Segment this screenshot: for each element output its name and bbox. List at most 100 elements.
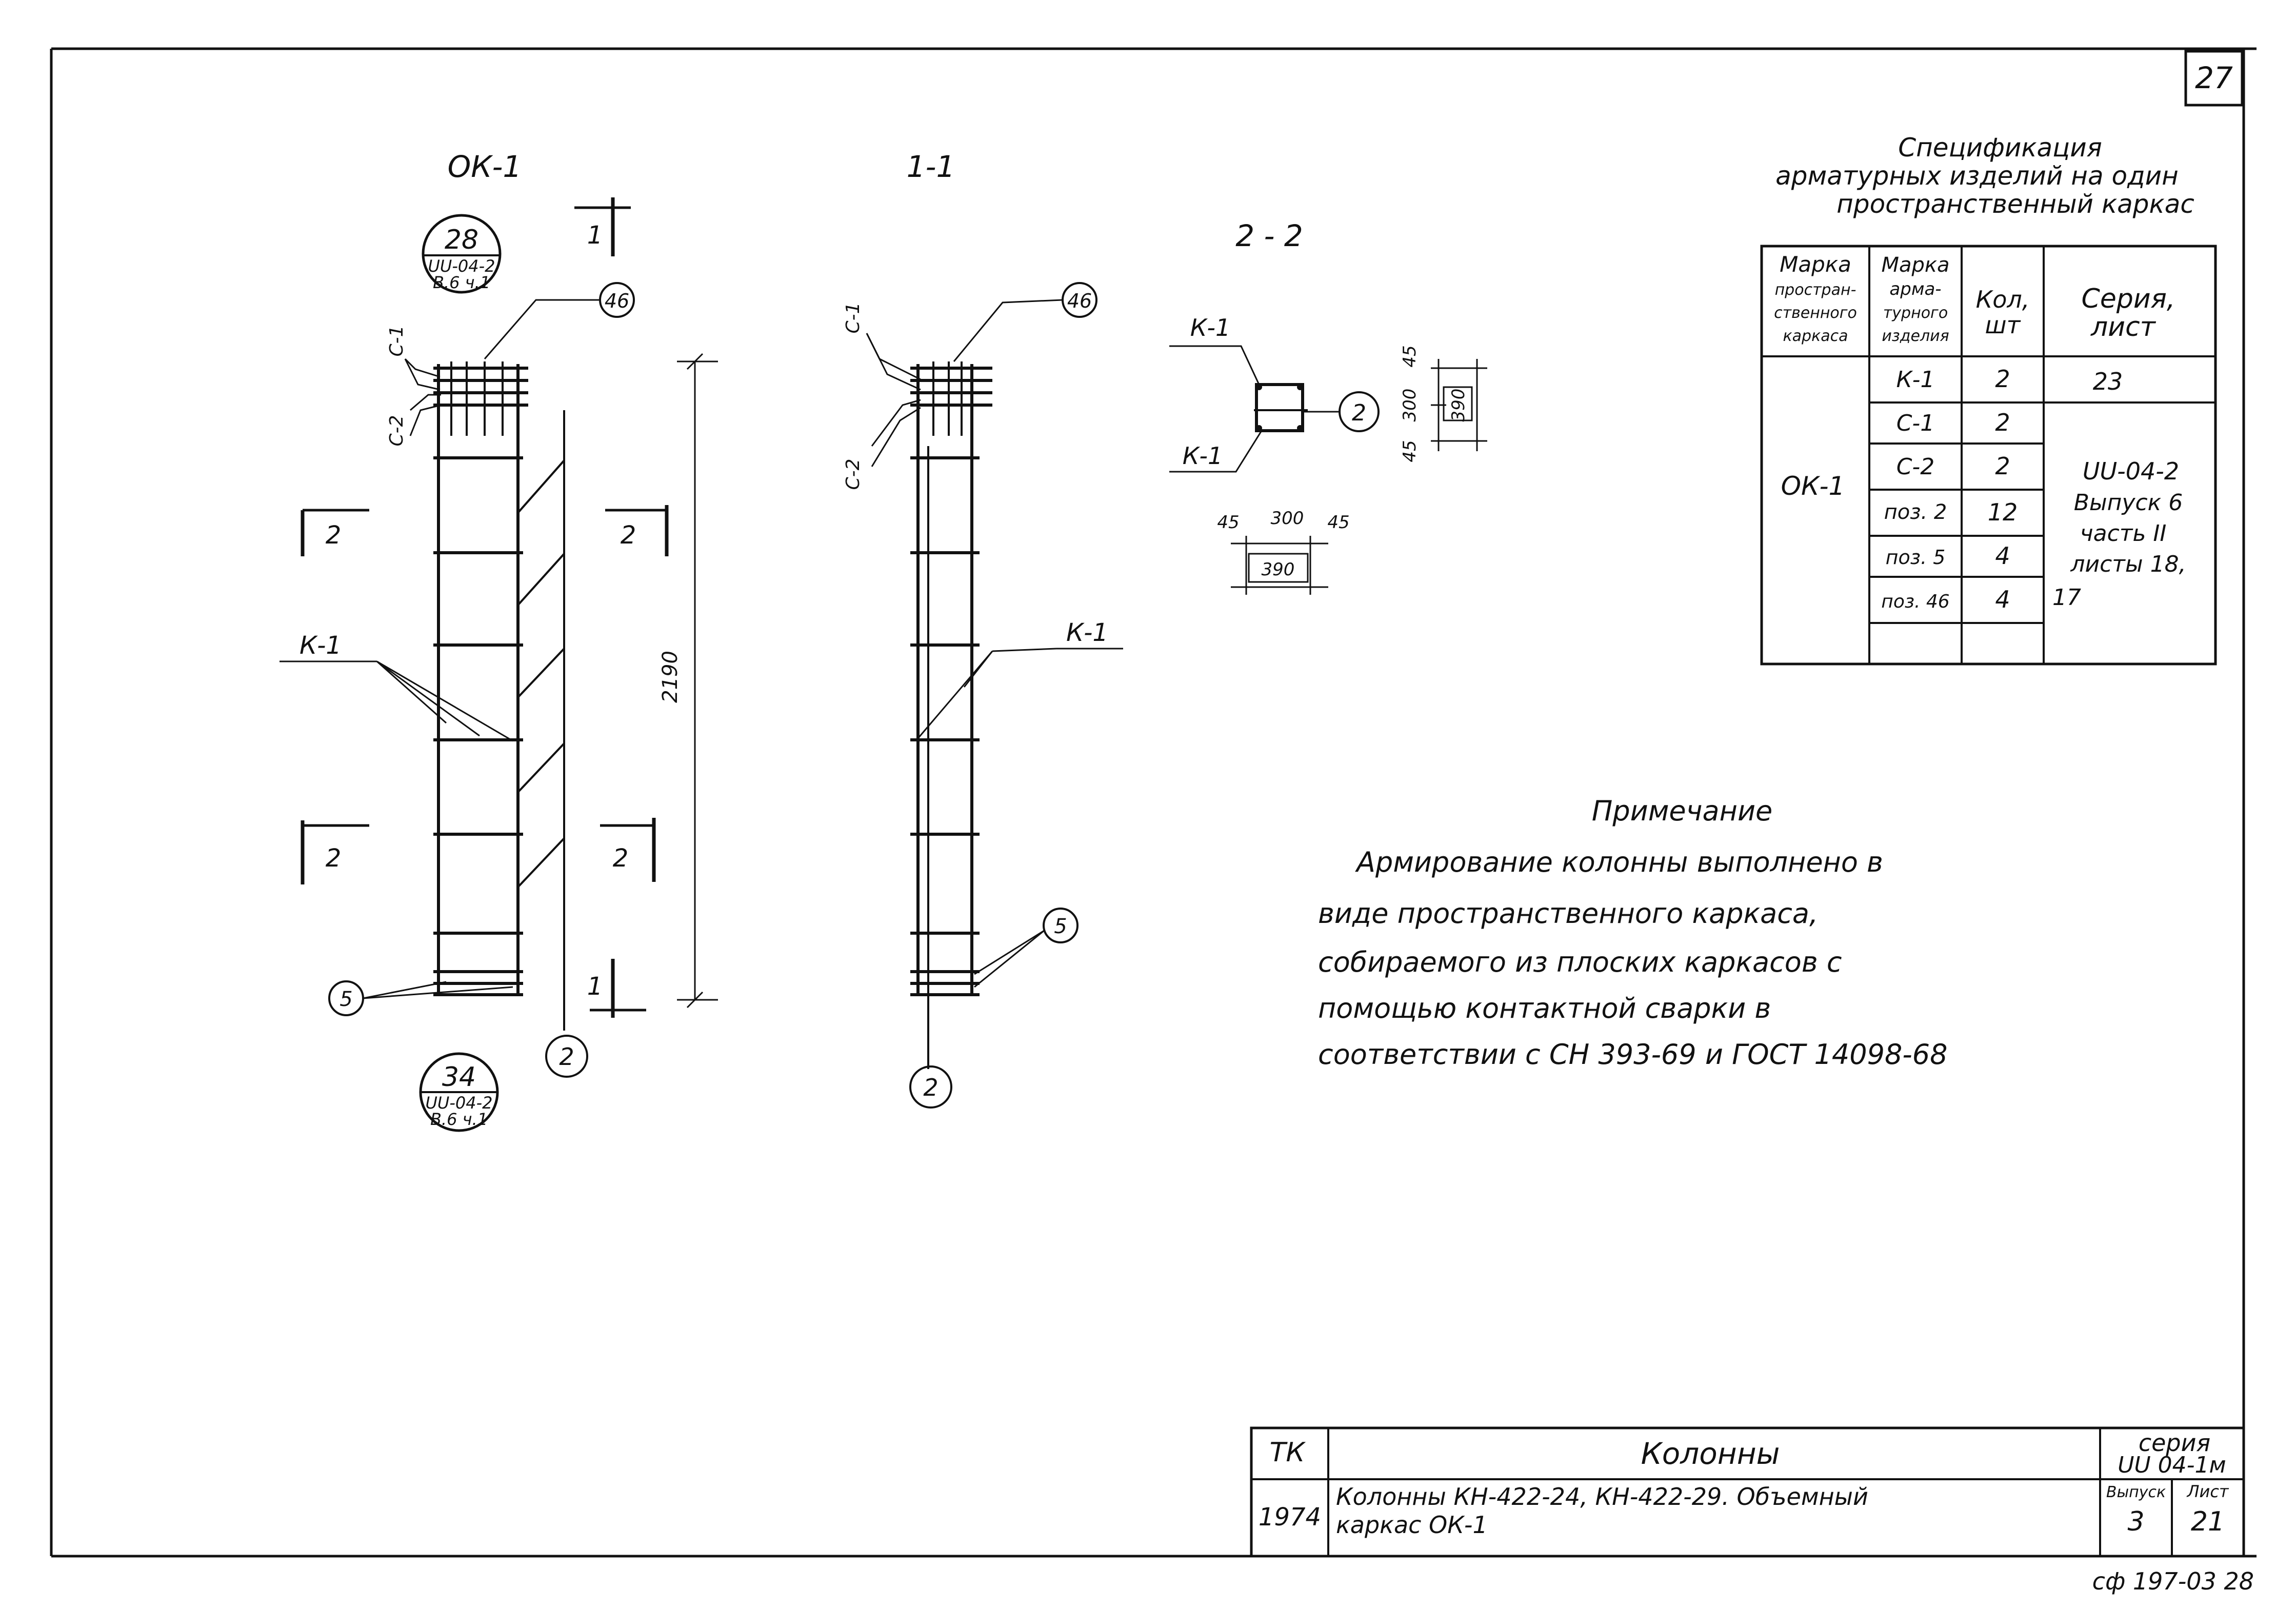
callout-bottom-ref2: В.6 ч.1 bbox=[430, 1110, 488, 1129]
svg-text:17: 17 bbox=[2052, 585, 2081, 611]
spec-row-item: С-1 bbox=[1896, 410, 1935, 436]
pos5-label-section: 5 bbox=[1054, 915, 1067, 938]
svg-text:часть II: часть II bbox=[2080, 520, 2167, 547]
section-1-1-view: 1-1 С-1 С-2 46 К-1 5 bbox=[843, 149, 1123, 1109]
label-k1-elevation: К-1 bbox=[300, 631, 342, 660]
svg-text:2: 2 bbox=[613, 844, 629, 873]
callout-top-ref1: UU-04-2 bbox=[428, 256, 495, 276]
svg-text:45: 45 bbox=[1400, 345, 1420, 367]
specification: Спецификация арматурных изделий на один … bbox=[1760, 133, 2217, 666]
pos46-label-section: 46 bbox=[1067, 290, 1092, 312]
svg-text:45: 45 bbox=[1217, 512, 1239, 533]
callout-bottom-ref1: UU-04-2 bbox=[425, 1093, 492, 1113]
note: Примечание Армирование колонны выполнено… bbox=[1318, 795, 1948, 1071]
svg-text:390: 390 bbox=[1448, 389, 1469, 422]
section-1-1-title: 1-1 bbox=[907, 149, 955, 184]
callout-bottom-number: 34 bbox=[442, 1062, 476, 1093]
sheet-number-box: 27 bbox=[2184, 50, 2244, 107]
label-k1-section22-top: К-1 bbox=[1190, 314, 1231, 341]
note-line: Армирование колонны выполнено в bbox=[1355, 846, 1883, 878]
note-line: соответствии с СН 393-69 и ГОСТ 14098-68 bbox=[1318, 1038, 1948, 1071]
svg-text:2: 2 bbox=[621, 521, 636, 550]
label-c1-section: С-1 bbox=[843, 302, 864, 333]
svg-text:арма-: арма- bbox=[1889, 279, 1941, 299]
svg-text:45: 45 bbox=[1400, 440, 1420, 462]
svg-text:390: 390 bbox=[1262, 559, 1295, 580]
section-2-2-view: 2 - 2 К-1 К-1 2 45 300 45 390 45 bbox=[1169, 218, 1487, 595]
title-block-issue-value: 3 bbox=[2127, 1506, 2144, 1537]
title-block-series-value: UU 04-1м bbox=[2118, 1452, 2226, 1478]
svg-text:Марка: Марка bbox=[1780, 252, 1851, 277]
note-title: Примечание bbox=[1592, 795, 1773, 827]
pos5-label-elevation: 5 bbox=[340, 988, 352, 1011]
cut-2-left-upper: 2 bbox=[301, 509, 369, 556]
svg-text:простран-: простран- bbox=[1775, 281, 1856, 299]
note-line: помощью контактной сварки в bbox=[1318, 992, 1771, 1024]
spec-title-1: Спецификация bbox=[1898, 133, 2102, 163]
spec-title-3: пространственный каркас bbox=[1836, 189, 2194, 219]
pos2-marker-section bbox=[909, 1065, 952, 1109]
spec-series-first: 23 bbox=[2093, 368, 2123, 395]
cut-2-right-upper: 2 bbox=[605, 505, 669, 556]
spec-row-item: К-1 bbox=[1896, 367, 1934, 393]
pos2-label-section: 2 bbox=[923, 1074, 938, 1101]
pos2-label-elevation: 2 bbox=[559, 1043, 574, 1071]
svg-text:шт: шт bbox=[1985, 311, 2021, 339]
svg-text:листы 18,: листы 18, bbox=[2070, 551, 2186, 577]
spec-frame-mark: ОК-1 bbox=[1781, 471, 1845, 501]
spec-row-item: поз. 46 bbox=[1881, 591, 1949, 612]
title-block-description-1: Колонны КН-422-24, КН-422-29. Объемный bbox=[1336, 1483, 1868, 1511]
label-k1-section: К-1 bbox=[1066, 618, 1108, 647]
title-block-series-label: серия bbox=[2139, 1429, 2210, 1457]
spec-row-qty: 2 bbox=[1995, 365, 2010, 393]
svg-text:Серия,: Серия, bbox=[2082, 284, 2175, 314]
pos46-label-elevation: 46 bbox=[605, 290, 629, 312]
svg-text:Кол,: Кол, bbox=[1976, 286, 2030, 313]
spec-row-qty: 4 bbox=[1995, 542, 2010, 570]
title-block-issue-label: Выпуск bbox=[2106, 1483, 2166, 1501]
callout-bottom: 34 UU-04-2 В.6 ч.1 bbox=[419, 1052, 499, 1132]
callout-top-ref2: В.6 ч.1 bbox=[433, 273, 490, 292]
spec-row-item: поз. 5 bbox=[1886, 546, 1946, 569]
height-dimension: 2190 bbox=[658, 353, 718, 1009]
column-frame-elevation bbox=[433, 361, 565, 1031]
cut-2-left-lower: 2 bbox=[301, 820, 369, 884]
note-line: виде пространственного каркаса, bbox=[1318, 897, 1818, 930]
svg-text:2: 2 bbox=[326, 844, 342, 873]
title-block-description-2: каркас ОК-1 bbox=[1336, 1511, 1488, 1539]
svg-text:Выпуск 6: Выпуск 6 bbox=[2074, 490, 2183, 516]
section22-vertical-dimension: 45 300 45 390 bbox=[1400, 345, 1487, 462]
spec-table: Марка простран- ственного каркаса Марка … bbox=[1760, 245, 2217, 666]
cut-1-top: 1 bbox=[574, 197, 631, 256]
label-c2-section: С-2 bbox=[843, 458, 864, 490]
svg-text:лист: лист bbox=[2090, 312, 2157, 343]
label-c2-elevation: С-2 bbox=[386, 415, 407, 446]
spec-title-2: арматурных изделий на один bbox=[1775, 161, 2179, 191]
callout-top: 28 UU-04-2 В.6 ч.1 bbox=[422, 214, 502, 294]
spec-row-qty: 4 bbox=[1995, 586, 2010, 613]
height-dimension-value: 2190 bbox=[658, 651, 682, 703]
svg-text:45: 45 bbox=[1327, 512, 1349, 533]
pos5-marker-section bbox=[1043, 908, 1079, 943]
svg-text:ственного: ственного bbox=[1774, 304, 1857, 322]
spec-row-item: поз. 2 bbox=[1884, 500, 1947, 524]
title-block-tk: ТК bbox=[1270, 1437, 1306, 1468]
sheet-number: 27 bbox=[2195, 61, 2233, 95]
svg-text:изделия: изделия bbox=[1882, 327, 1949, 345]
svg-text:UU-04-2: UU-04-2 bbox=[2083, 457, 2179, 485]
svg-text:1: 1 bbox=[587, 972, 603, 1001]
elevation-title: ОК-1 bbox=[448, 149, 522, 184]
pos2-label-section22: 2 bbox=[1352, 400, 1366, 426]
cut-2-right-lower: 2 bbox=[600, 818, 656, 882]
title-block-sheet-value: 21 bbox=[2191, 1506, 2225, 1537]
section-2-2-title: 2 - 2 bbox=[1235, 218, 1303, 253]
svg-text:300: 300 bbox=[1400, 389, 1420, 422]
archive-stamp: сф 197-03 28 bbox=[2092, 1567, 2254, 1595]
label-c1-elevation: С-1 bbox=[386, 325, 407, 356]
svg-text:турного: турного bbox=[1883, 304, 1948, 322]
svg-text:Марка: Марка bbox=[1881, 253, 1949, 277]
title-block-section: Колонны bbox=[1641, 1436, 1780, 1471]
title-block-sheet-label: Лист bbox=[2186, 1482, 2229, 1501]
elevation-view: ОК-1 28 UU-04-2 В.6 ч.1 34 UU-04-2 В.6 ч… bbox=[279, 149, 718, 1132]
